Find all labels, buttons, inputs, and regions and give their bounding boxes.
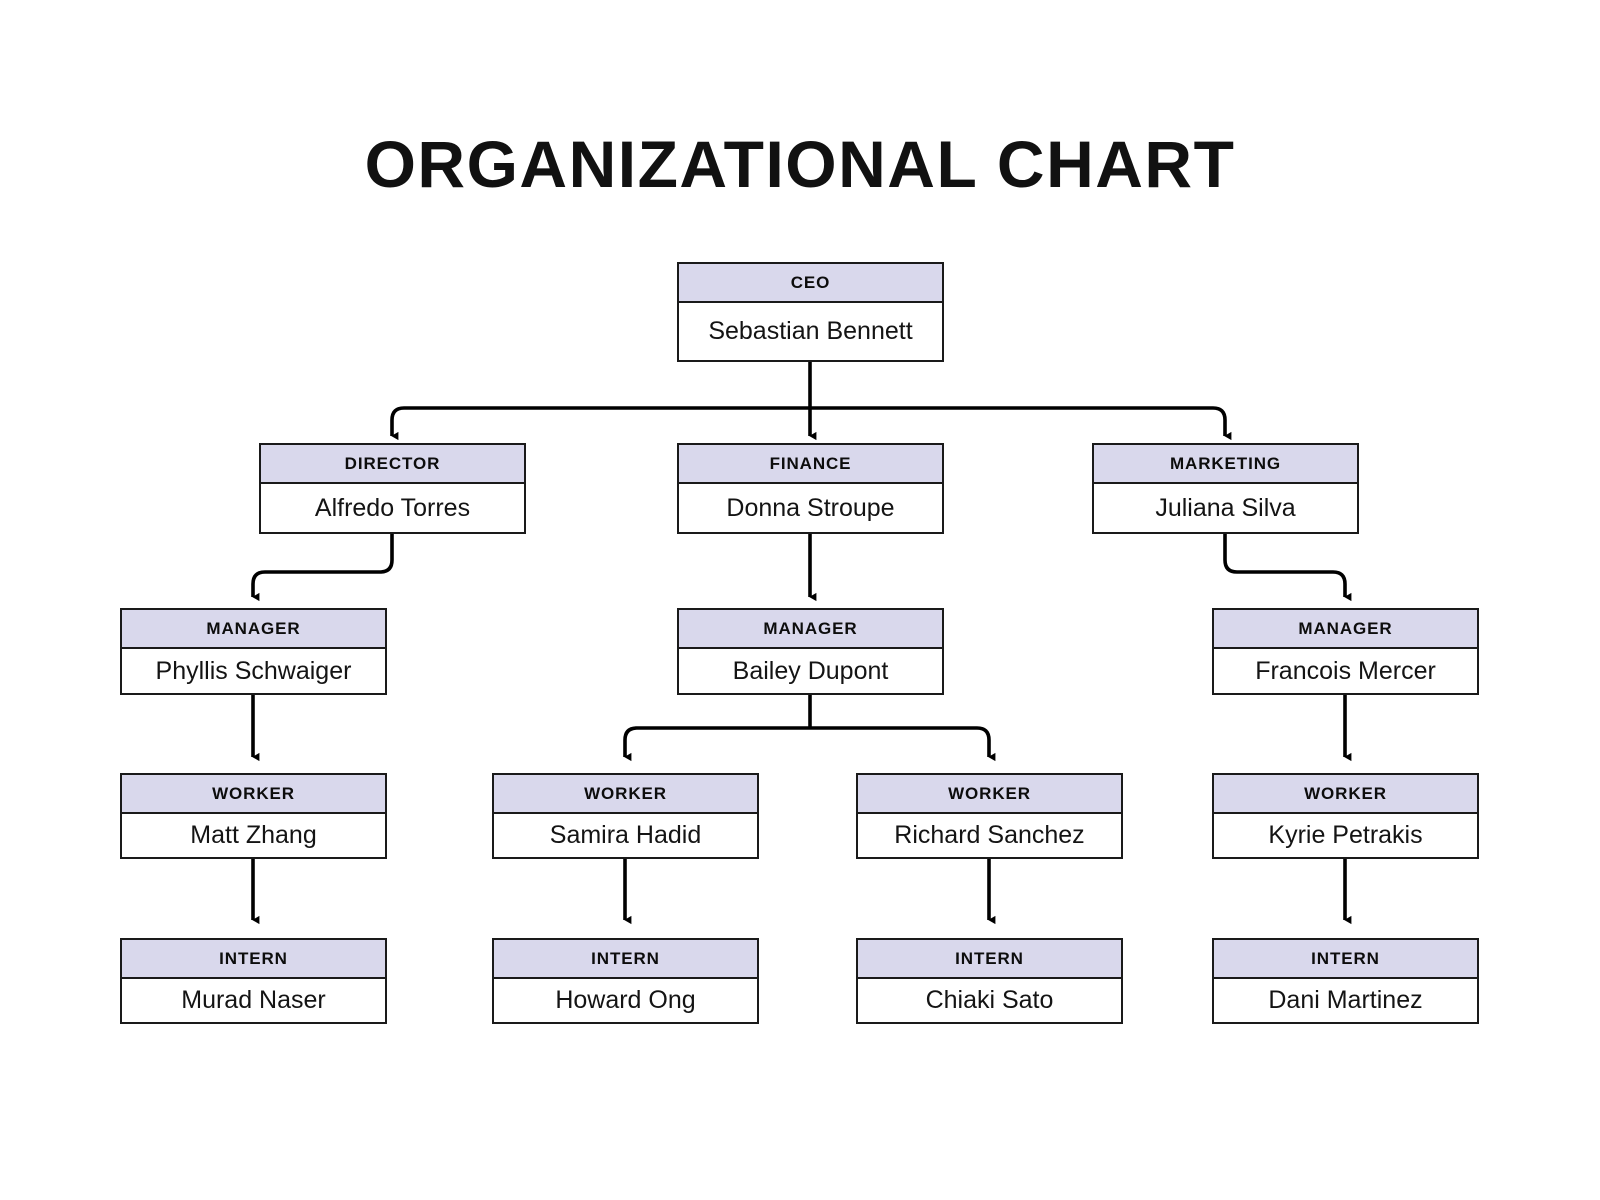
node-intern2-role: INTERN [494,940,757,979]
node-manager1-name: Phyllis Schwaiger [122,649,385,693]
node-manager1-role: MANAGER [122,610,385,649]
node-finance-name: Donna Stroupe [679,484,942,532]
edge-ceo-director [390,406,810,441]
node-worker2-name: Samira Hadid [494,814,757,857]
node-ceo-role: CEO [679,264,942,303]
node-intern-dani-martinez[interactable]: INTERN Dani Martinez [1212,938,1479,1024]
node-marketing-role: MARKETING [1094,445,1357,484]
edge-marketing-manager3 [1223,534,1352,602]
node-marketing[interactable]: MARKETING Juliana Silva [1092,443,1359,534]
node-director-role: DIRECTOR [261,445,524,484]
node-worker4-role: WORKER [1214,775,1477,814]
node-intern-murad-naser[interactable]: INTERN Murad Naser [120,938,387,1024]
node-manager-phyllis-schwaiger[interactable]: MANAGER Phyllis Schwaiger [120,608,387,695]
node-finance-role: FINANCE [679,445,942,484]
node-manager2-role: MANAGER [679,610,942,649]
node-worker-samira-hadid[interactable]: WORKER Samira Hadid [492,773,759,859]
node-intern-chiaki-sato[interactable]: INTERN Chiaki Sato [856,938,1123,1024]
edge-manager2-worker3 [810,726,996,762]
node-director-name: Alfredo Torres [261,484,524,532]
node-worker-richard-sanchez[interactable]: WORKER Richard Sanchez [856,773,1123,859]
node-intern4-role: INTERN [1214,940,1477,979]
node-ceo-name: Sebastian Bennett [679,303,942,360]
node-worker1-name: Matt Zhang [122,814,385,857]
node-worker1-role: WORKER [122,775,385,814]
node-worker3-role: WORKER [858,775,1121,814]
node-manager2-name: Bailey Dupont [679,649,942,693]
edge-manager2-worker2 [623,726,810,762]
node-intern1-name: Murad Naser [122,979,385,1022]
node-marketing-name: Juliana Silva [1094,484,1357,532]
node-intern3-role: INTERN [858,940,1121,979]
node-manager3-role: MANAGER [1214,610,1477,649]
node-manager-francois-mercer[interactable]: MANAGER Francois Mercer [1212,608,1479,695]
node-finance[interactable]: FINANCE Donna Stroupe [677,443,944,534]
page-title: ORGANIZATIONAL CHART [364,127,1236,201]
node-manager3-name: Francois Mercer [1214,649,1477,693]
node-intern3-name: Chiaki Sato [858,979,1121,1022]
node-intern-howard-ong[interactable]: INTERN Howard Ong [492,938,759,1024]
node-intern4-name: Dani Martinez [1214,979,1477,1022]
node-manager-bailey-dupont[interactable]: MANAGER Bailey Dupont [677,608,944,695]
node-worker4-name: Kyrie Petrakis [1214,814,1477,857]
edge-director-manager1 [251,534,394,602]
node-worker-kyrie-petrakis[interactable]: WORKER Kyrie Petrakis [1212,773,1479,859]
node-intern1-role: INTERN [122,940,385,979]
node-worker3-name: Richard Sanchez [858,814,1121,857]
node-director[interactable]: DIRECTOR Alfredo Torres [259,443,526,534]
node-worker-matt-zhang[interactable]: WORKER Matt Zhang [120,773,387,859]
node-ceo[interactable]: CEO Sebastian Bennett [677,262,944,362]
node-intern2-name: Howard Ong [494,979,757,1022]
node-worker2-role: WORKER [494,775,757,814]
edge-ceo-marketing [810,406,1232,441]
